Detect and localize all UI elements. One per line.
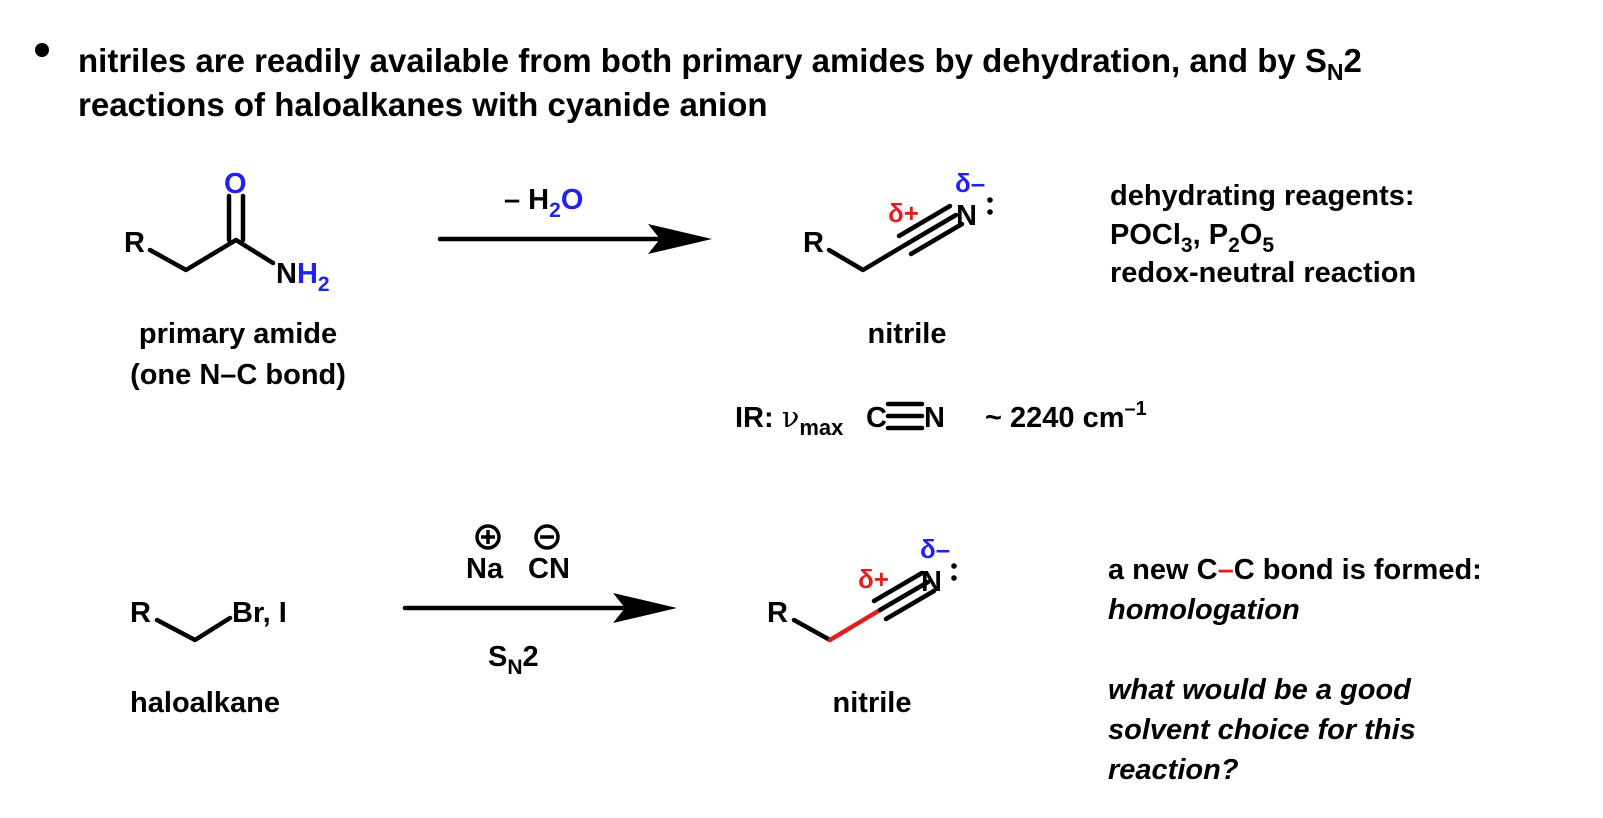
reagents-list: POCl3, P2O5: [1110, 219, 1274, 257]
nitrile-r-group-2: R: [767, 597, 788, 629]
delta-plus-2: δ+: [858, 564, 889, 594]
homologation-term: homologation: [1108, 594, 1300, 626]
new-cc-bond: [827, 607, 883, 643]
amide-r-group: R: [124, 227, 145, 259]
nitrile-nitrogen-1: N: [956, 200, 977, 232]
haloalkane-bond: [154, 615, 233, 643]
sn2-label: SN2: [488, 641, 539, 679]
nitrile-label-2: nitrile: [833, 687, 912, 719]
primary-amide-structure: R O NH2: [124, 168, 330, 296]
nitrile-structure-2: R δ+ δ– N: [767, 534, 957, 643]
amide-skeleton-bond: [147, 237, 276, 273]
triple-bond-1c: [908, 221, 965, 257]
triple-bond-2c: [883, 588, 937, 622]
cyanide-label: CN: [528, 553, 570, 585]
bullet-icon: [35, 43, 49, 57]
minus-charge-icon: [534, 524, 560, 550]
cyanide-reagent: Na CN: [466, 524, 570, 585]
question-line-2: solvent choice for this: [1108, 714, 1416, 746]
nitrile-r-group: R: [803, 227, 824, 259]
question-line-1: what would be a good: [1108, 674, 1412, 706]
amide-nitrogen: NH2: [276, 258, 330, 296]
reaction-arrow-2: [402, 593, 677, 623]
triple-bond-2b: [877, 579, 931, 613]
haloalkane-structure: R Br, I: [130, 597, 287, 643]
nitrile-label-1: nitrile: [868, 318, 947, 350]
ir-n: N: [924, 402, 945, 434]
amide-label-bonds: (one N–C bond): [130, 359, 346, 391]
ir-c: C: [866, 402, 887, 434]
dehydration-label: – H2O: [504, 184, 583, 222]
nitrile-ch2-bond-2: [791, 617, 833, 643]
halogen-label: Br, I: [232, 597, 287, 629]
triple-bond-1a: [896, 203, 953, 239]
sodium-label: Na: [466, 553, 504, 585]
lone-pair-dot-2a: [951, 563, 957, 569]
reaction-arrow-1: [437, 224, 712, 254]
reagents-heading: dehydrating reagents:: [1110, 180, 1415, 212]
amide-oxygen: O: [224, 168, 247, 200]
nitrile-nitrogen-2: N: [921, 566, 942, 598]
ir-value: ~ 2240 cm–1: [985, 398, 1147, 434]
heading-line-1: nitriles are readily available from both…: [78, 42, 1362, 85]
nitrile-ch2-bond: [826, 242, 908, 273]
haloalkane-r-group: R: [130, 597, 151, 629]
nitrile-structure-1: R δ+ δ– N: [803, 168, 993, 273]
delta-plus-1: δ+: [888, 198, 919, 228]
plus-charge-icon: [475, 524, 501, 550]
lone-pair-dot-1a: [987, 197, 993, 203]
question-line-3: reaction?: [1108, 754, 1239, 786]
amide-label: primary amide: [139, 318, 337, 350]
new-bond-note: a new C–C bond is formed:: [1108, 554, 1482, 586]
haloalkane-label: haloalkane: [130, 687, 280, 719]
triple-bond-2a: [871, 570, 925, 604]
delta-minus-1: δ–: [955, 168, 985, 198]
ir-stretch-line: IR: νmax C N ~ 2240 cm–1: [735, 398, 1147, 440]
reagents-note: redox-neutral reaction: [1110, 257, 1416, 289]
triple-bond-1b: [902, 212, 959, 248]
delta-minus-2: δ–: [920, 534, 950, 564]
lone-pair-dot-2b: [951, 575, 957, 581]
heading-line-2: reactions of haloalkanes with cyanide an…: [78, 86, 768, 123]
ir-prefix: IR: νmax: [735, 400, 844, 440]
lone-pair-dot-1b: [987, 209, 993, 215]
